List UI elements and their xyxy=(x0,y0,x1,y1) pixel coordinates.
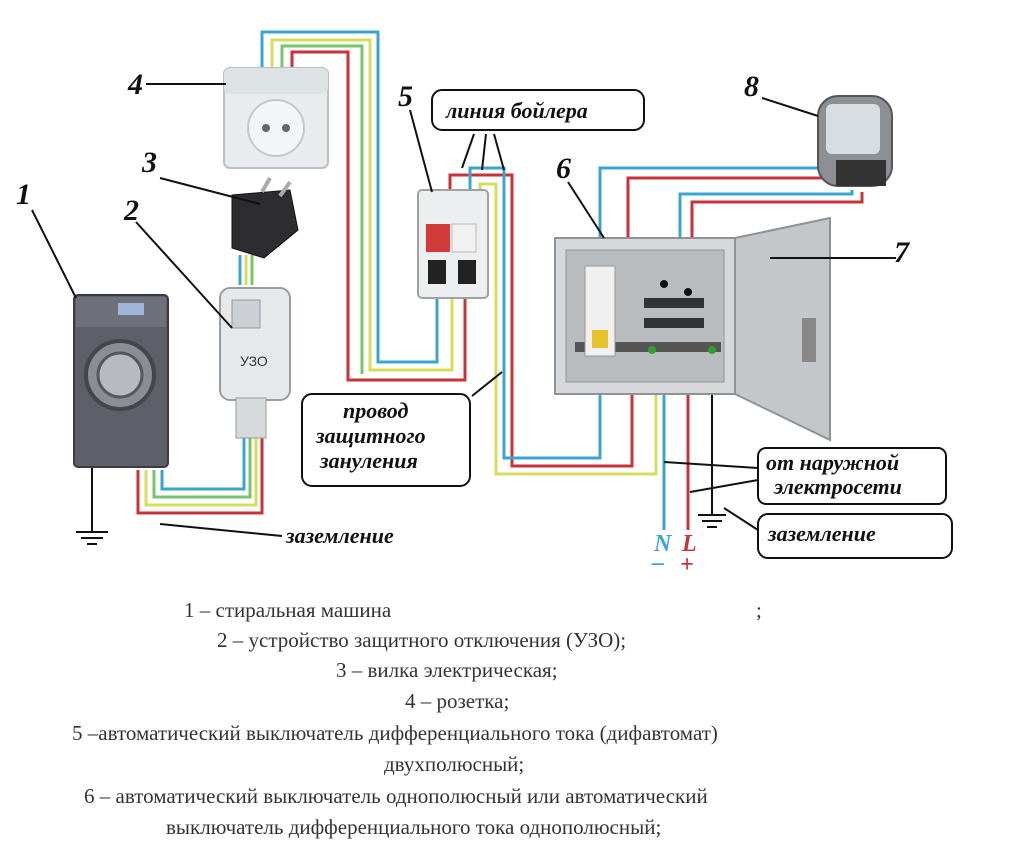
legend-item-1-suffix: ; xyxy=(756,598,762,623)
wire-b5-yellow xyxy=(478,182,658,476)
washing-machine xyxy=(73,294,169,532)
rcd-text: УЗО xyxy=(240,353,268,369)
electric-meter xyxy=(817,95,893,187)
wire-socket-blue xyxy=(260,30,439,364)
rcd-device: УЗО xyxy=(219,287,291,439)
legend-item-6-cont-text: выключатель дифференциального тока одноп… xyxy=(166,815,662,839)
callout-1: 1 xyxy=(16,178,31,211)
grounding-right-label-box: заземление xyxy=(757,513,953,559)
legend-item-1-text: 1 – стиральная машина xyxy=(184,598,392,622)
wire-washer-blue xyxy=(160,420,246,491)
legend-item-6-cont: выключатель дифференциального тока одноп… xyxy=(166,815,661,840)
legend-item-1-suffix-text: ; xyxy=(756,598,762,622)
legend-item-5-cont-text: двухполюсный; xyxy=(384,752,525,776)
callout-4: 4 xyxy=(127,68,143,101)
wire-washer-red xyxy=(136,420,264,515)
callout-8: 8 xyxy=(744,70,759,103)
legend-item-4-text: 4 – розетка; xyxy=(405,689,510,713)
plus-label: + xyxy=(680,552,694,575)
external-grid-label-2: электросети xyxy=(773,474,902,499)
wire-socket-green xyxy=(280,44,364,374)
wires xyxy=(136,30,864,530)
legend-item-6: 6 – автоматический выключатель однополюс… xyxy=(84,784,708,809)
plug xyxy=(231,177,299,259)
callout-2: 2 xyxy=(123,194,139,227)
legend-item-5-cont: двухполюсный; xyxy=(384,752,524,777)
protective-wire-label-box: провод защитного зануления xyxy=(301,393,471,487)
wire-meter-blue-2 xyxy=(678,190,854,278)
wire-b5-red xyxy=(448,173,634,468)
grounding-left-label: заземление xyxy=(285,523,394,548)
neutral-label: N xyxy=(653,531,673,557)
wire-b5-blue xyxy=(468,166,602,460)
protective-wire-label-1: провод xyxy=(343,398,408,423)
legend-item-1: 1 – стиральная машина xyxy=(184,598,391,623)
double-pole-rcbo xyxy=(417,189,489,299)
boiler-line-label: линия бойлера xyxy=(445,98,588,123)
legend-item-2: 2 – устройство защитного отключения (УЗО… xyxy=(217,628,626,653)
wire-washer-green xyxy=(152,420,252,499)
protective-wire-label-3: зануления xyxy=(319,448,418,473)
callout-3: 3 xyxy=(141,146,157,179)
distribution-panel xyxy=(554,216,831,442)
callout-5: 5 xyxy=(398,80,413,113)
legend-item-5-text: 5 –автоматический выключатель дифференци… xyxy=(72,721,718,745)
wiring-diagram: УЗО xyxy=(16,30,953,575)
legend-item-2-text: 2 – устройство защитного отключения (УЗО… xyxy=(217,628,627,652)
wire-socket-red xyxy=(290,50,467,382)
wire-washer-yellow xyxy=(144,420,258,507)
wire-socket-yellow xyxy=(270,38,454,372)
minus-label: – xyxy=(651,550,664,575)
phase-label: L xyxy=(681,531,697,557)
grounding-right-label: заземление xyxy=(767,521,876,546)
external-grid-label-1: от наружной xyxy=(766,450,899,475)
callout-6: 6 xyxy=(556,152,571,185)
callout-7: 7 xyxy=(894,236,910,269)
external-grid-label-box: от наружной электросети xyxy=(757,447,947,505)
socket xyxy=(223,67,329,169)
ground-symbol-left xyxy=(76,531,108,545)
legend-item-3: 3 – вилка электрическая; xyxy=(336,658,558,683)
boiler-line-label-box: линия бойлера xyxy=(431,89,645,131)
legend-item-6-text: 6 – автоматический выключатель однополюс… xyxy=(84,784,708,808)
callout-lines xyxy=(31,83,896,537)
legend-item-3-text: 3 – вилка электрическая; xyxy=(336,658,558,682)
legend-item-4: 4 – розетка; xyxy=(405,689,509,714)
legend-item-5: 5 –автоматический выключатель дифференци… xyxy=(72,721,718,746)
protective-wire-label-2: защитного xyxy=(315,423,426,448)
ground-symbol-right xyxy=(698,514,726,528)
